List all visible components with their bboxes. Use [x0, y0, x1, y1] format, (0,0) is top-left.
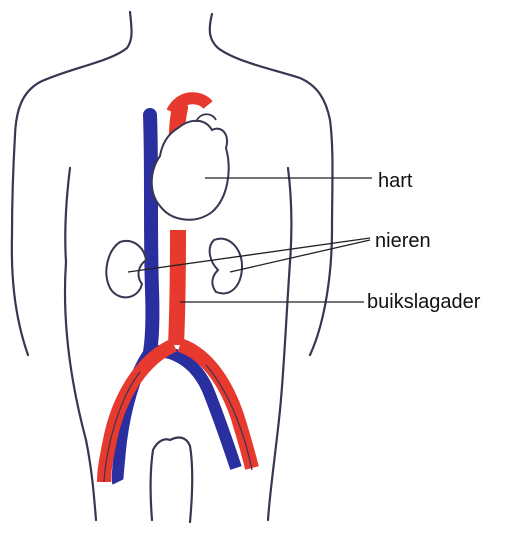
kidney-right-leader-line — [230, 240, 370, 272]
aorta-label: buikslagader — [367, 292, 480, 312]
kidneys-label: nieren — [375, 231, 431, 251]
kidney-right — [210, 239, 242, 294]
kidney-left — [106, 241, 146, 297]
heart — [152, 114, 229, 219]
kidney-left-leader-line — [128, 238, 370, 272]
heart-label: hart — [378, 171, 412, 191]
